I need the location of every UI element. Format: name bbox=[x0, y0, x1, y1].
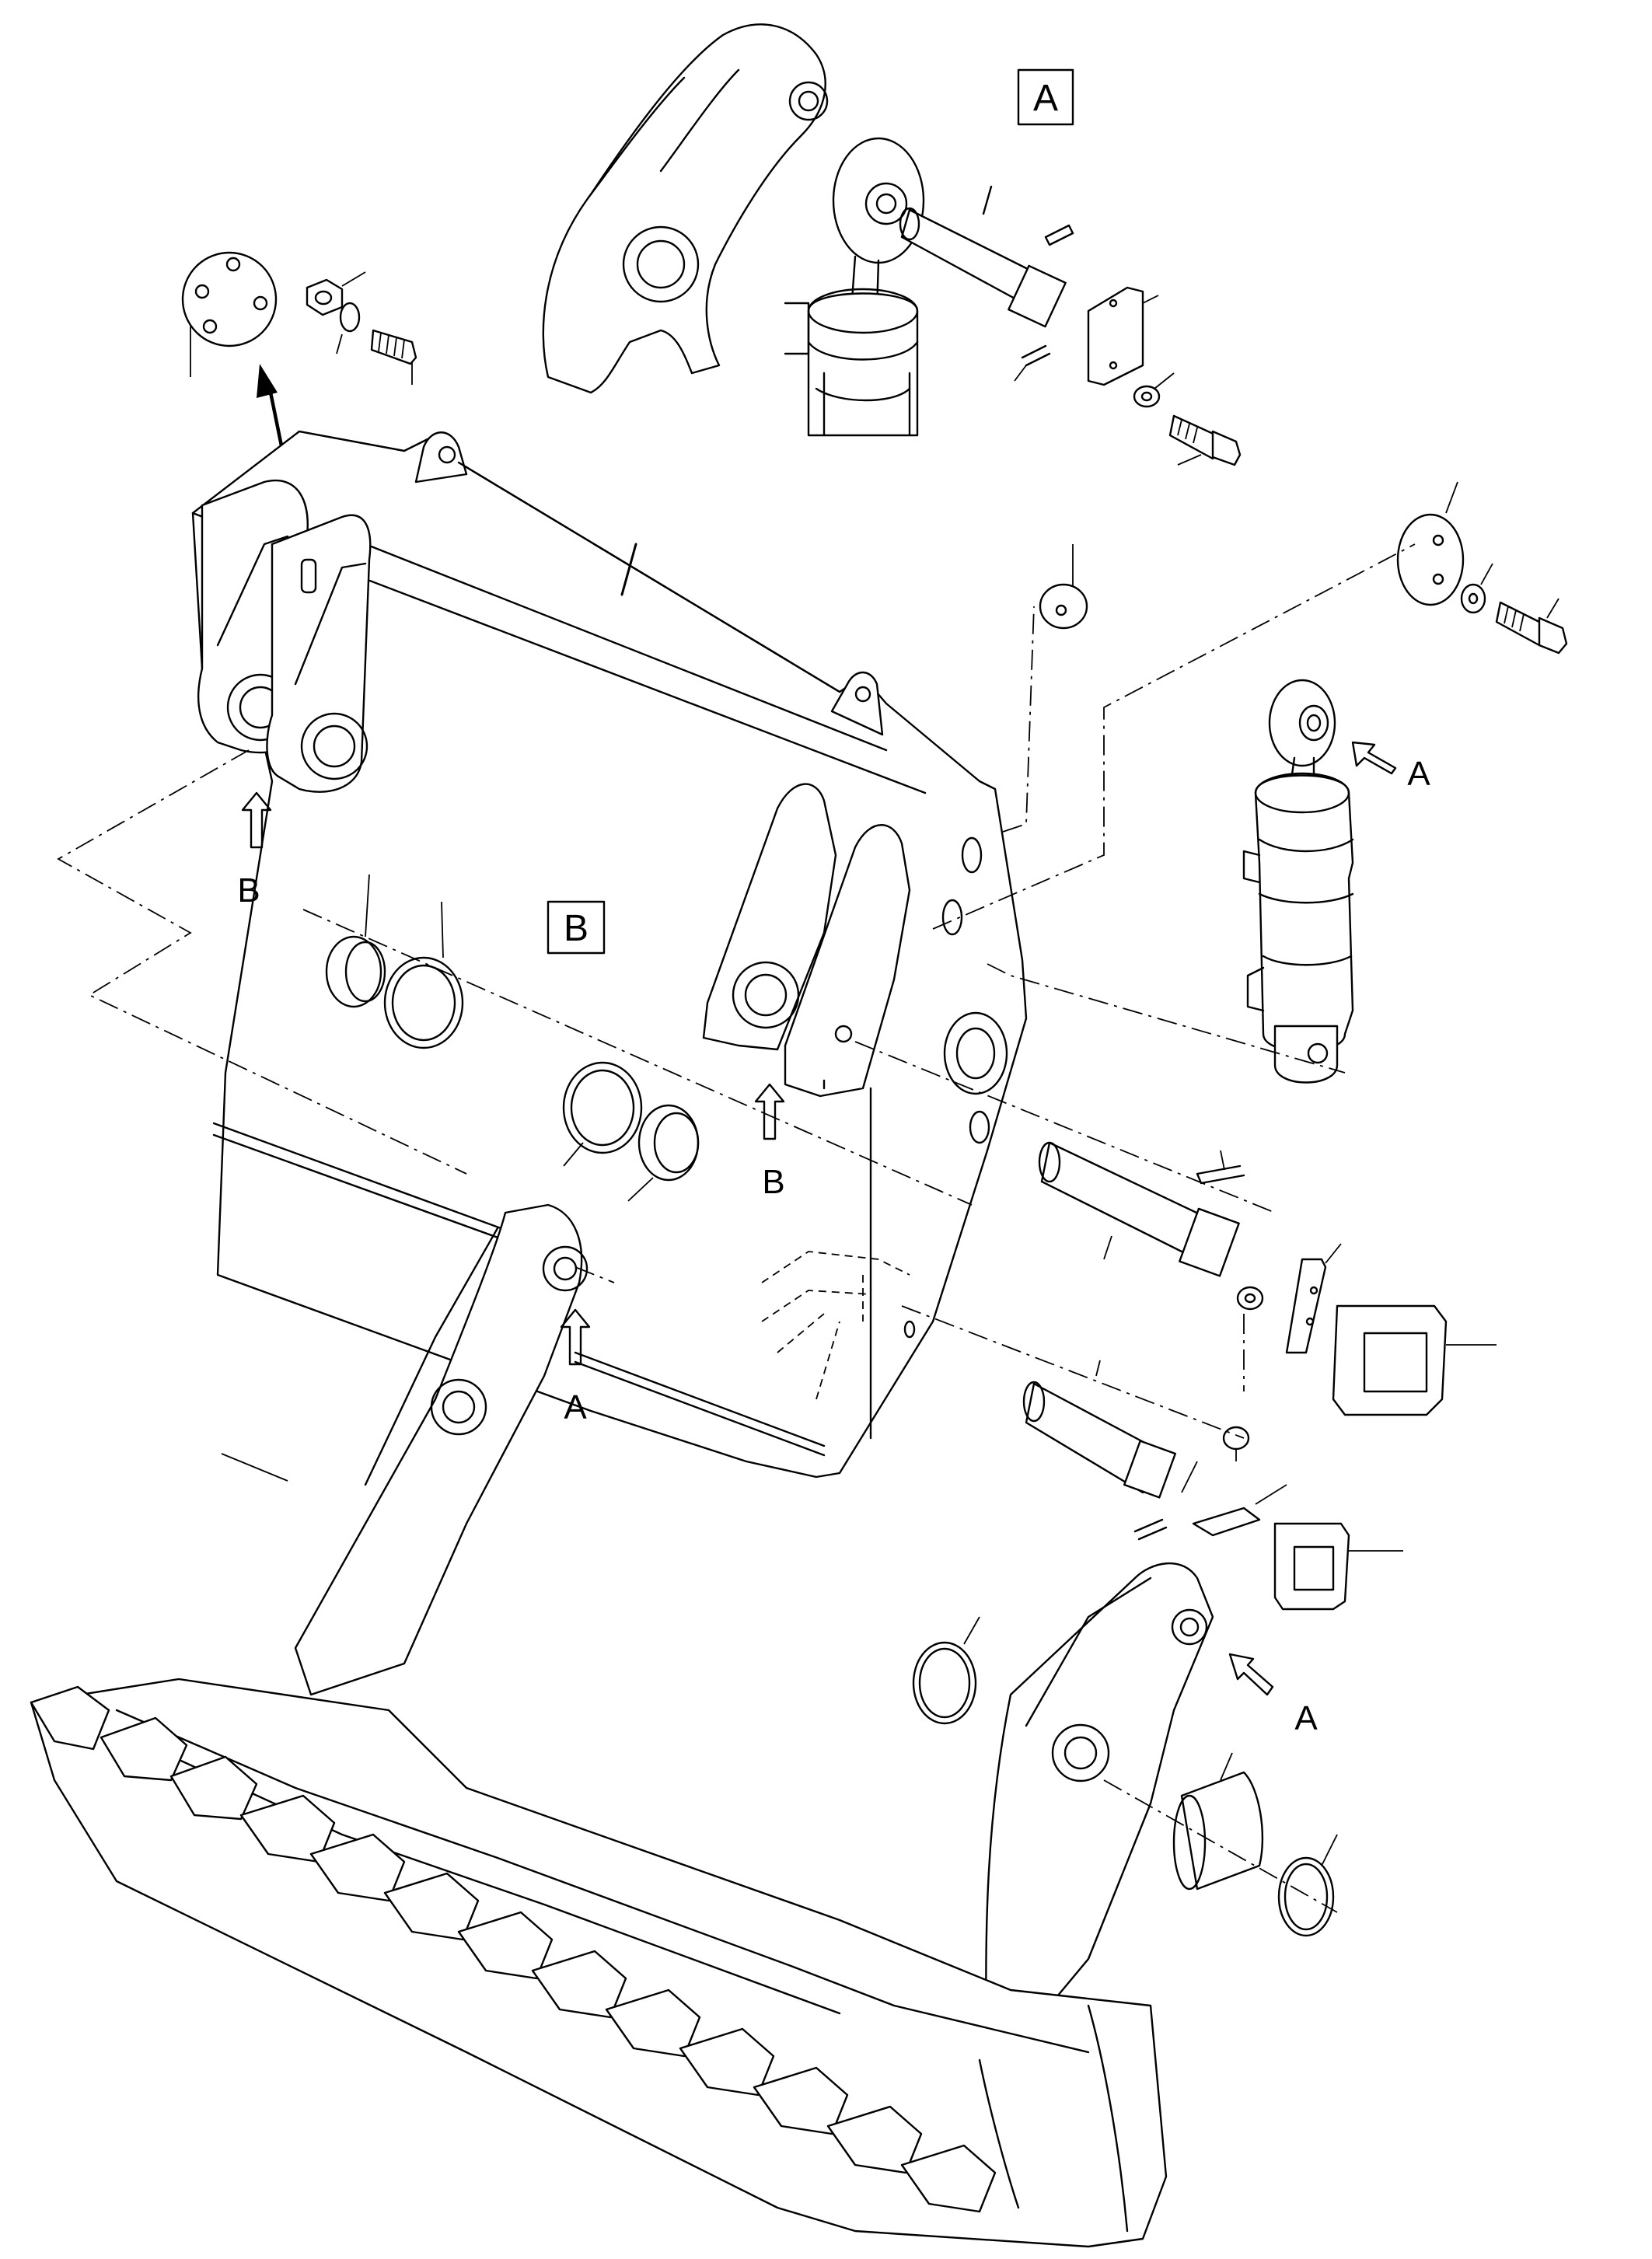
detail-b-label: B bbox=[564, 908, 589, 949]
detail-a-label-box bbox=[1017, 68, 1074, 126]
callout-arrow-b1: B bbox=[237, 791, 272, 910]
bucket-teeth bbox=[30, 1685, 997, 2213]
callout-arrow-b2: B bbox=[754, 1083, 785, 1201]
detail-b-label-box bbox=[547, 900, 606, 955]
main-frame: B bbox=[191, 430, 1028, 1479]
cover-plate-assembly bbox=[181, 251, 417, 593]
pin-assembly-right bbox=[1022, 1141, 1497, 1611]
callout-arrow-a3: A bbox=[1228, 1653, 1318, 1737]
arrow-b1-label: B bbox=[237, 871, 260, 910]
arrow-a3-label: A bbox=[1294, 1699, 1318, 1737]
arrow-a1-label: A bbox=[1407, 755, 1430, 793]
detail-a-cylinder-head: A bbox=[542, 23, 1242, 466]
arrow-a2-label: A bbox=[564, 1388, 587, 1426]
bucket-linkage bbox=[30, 1203, 1338, 2248]
assembly-centerlines bbox=[57, 543, 1416, 1913]
callout-arrow-a2: A bbox=[560, 1308, 591, 1426]
arrow-b2-label: B bbox=[762, 1163, 784, 1201]
detail-a-label: A bbox=[1033, 78, 1058, 119]
hydraulic-cylinder bbox=[1039, 481, 1568, 1084]
callout-arrow-a1: A bbox=[1351, 741, 1430, 793]
